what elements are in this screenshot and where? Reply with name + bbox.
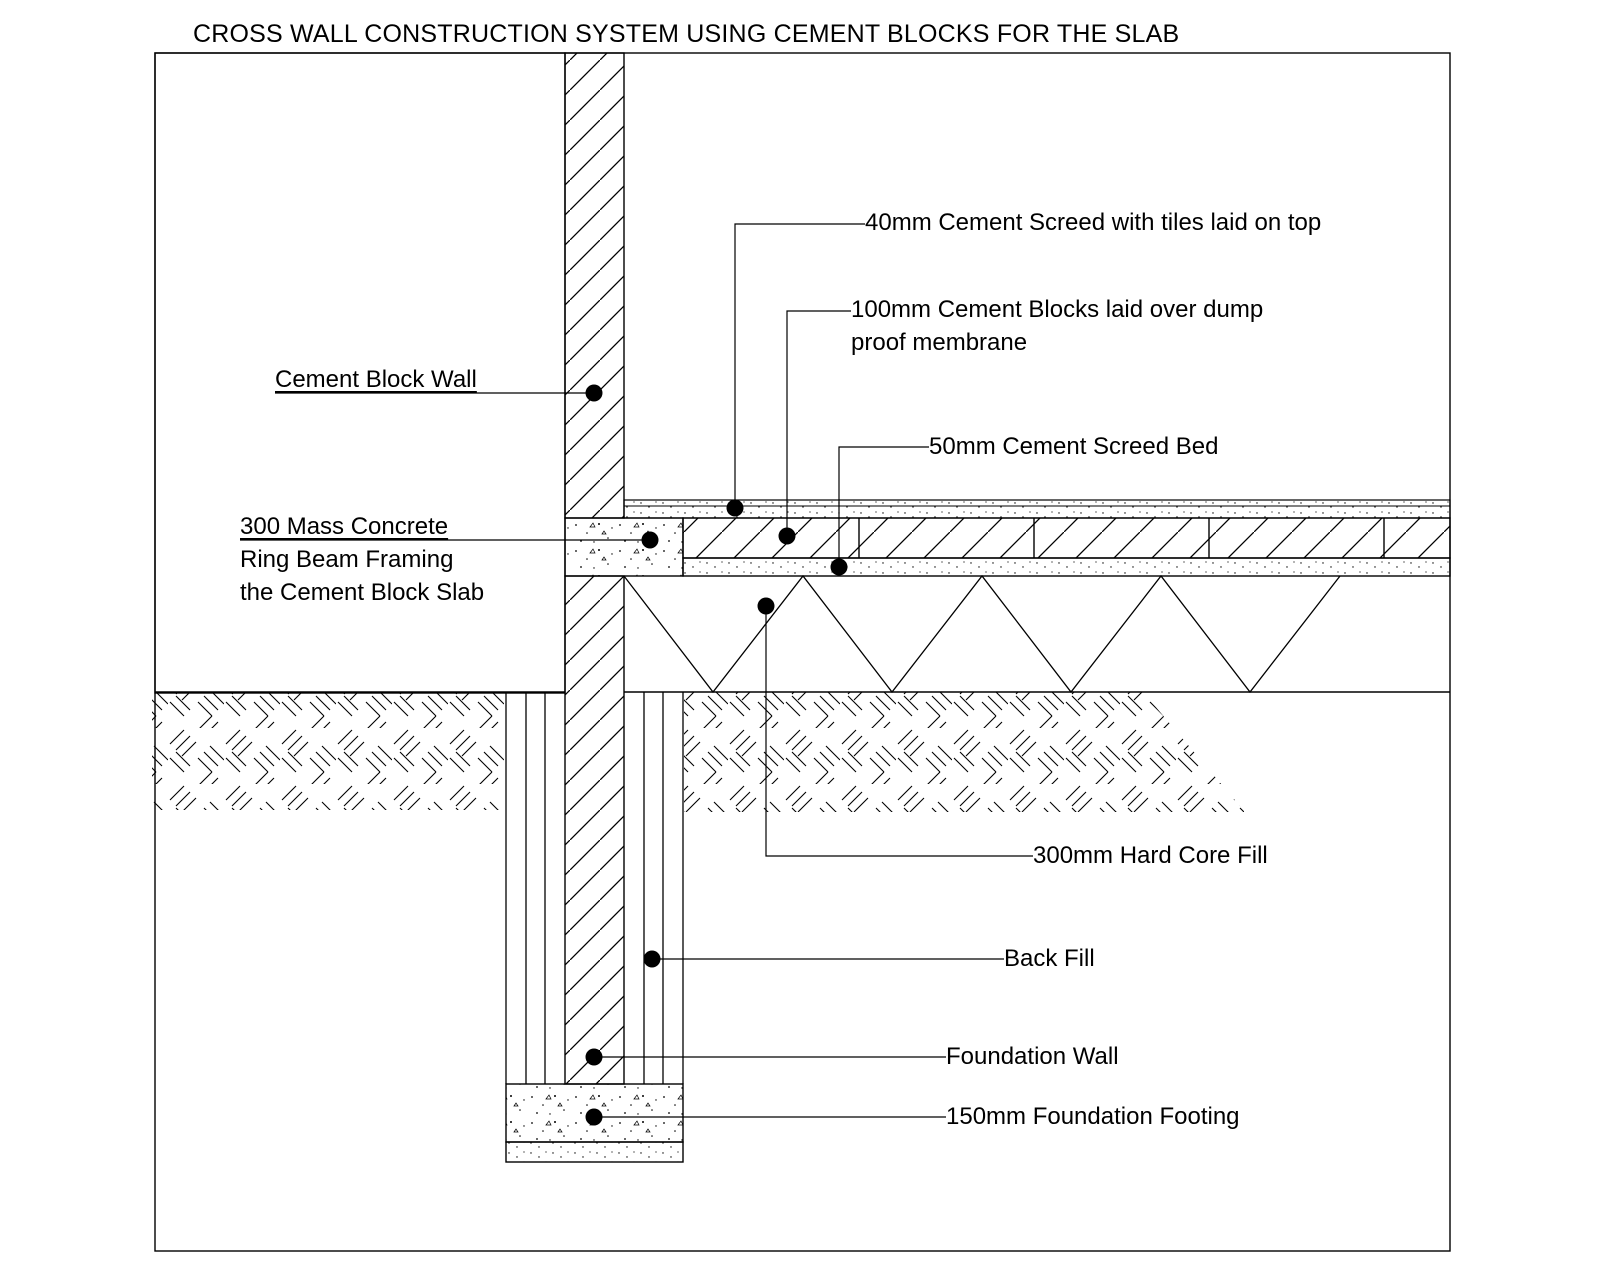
leader-screed-tiles [734,223,865,508]
leader-blocks [786,310,851,536]
label-foundation-wall: Foundation Wall [946,1043,1119,1070]
leader-screed-bed [838,446,929,567]
screed-with-tiles [623,499,1451,519]
dot-ring-beam [641,531,659,549]
dot-screed-tiles [726,499,744,517]
leader-dots [585,384,848,1126]
label-ring-beam-line1: 300 Mass Concrete [240,513,449,540]
soil-hatch-left [152,692,506,810]
label-ring-beam-line2: Ring Beam Framing [240,546,454,573]
foundation-wall [564,575,625,1085]
leader-lines [240,223,1033,1118]
ring-beam [564,517,684,577]
dot-blocks [778,527,796,545]
back-fill-right [643,692,684,1084]
dot-back-fill [643,950,661,968]
dot-footing [585,1108,603,1126]
leader-hard-core [765,606,1033,857]
cement-block-slab [682,517,1451,559]
cement-block-wall-upper [564,52,625,519]
label-block-wall: Cement Block Wall [275,366,477,393]
screed-bed [682,557,1451,577]
back-fill-left [505,692,546,1084]
label-blocks-line2: proof membrane [851,329,1028,356]
label-screed-tiles: 40mm Cement Screed with tiles laid on to… [865,209,1322,236]
dot-foundation-wall [585,1048,603,1066]
label-ring-beam-line3: the Cement Block Slab [240,579,485,606]
drawing-title: CROSS WALL CONSTRUCTION SYSTEM USING CEM… [193,20,1180,48]
label-hard-core: 300mm Hard Core Fill [1033,842,1268,869]
soil-hatch-right [684,692,1244,812]
dot-screed-bed [830,558,848,576]
footing-blinding [505,1141,684,1163]
dot-block-wall [585,384,603,402]
label-back-fill: Back Fill [1004,945,1095,972]
label-screed-bed: 50mm Cement Screed Bed [929,433,1219,460]
hard-core-fill [623,574,1450,694]
label-footing: 150mm Foundation Footing [946,1103,1240,1130]
dot-hard-core [757,597,775,615]
label-blocks-line1: 100mm Cement Blocks laid over dump [851,296,1264,323]
